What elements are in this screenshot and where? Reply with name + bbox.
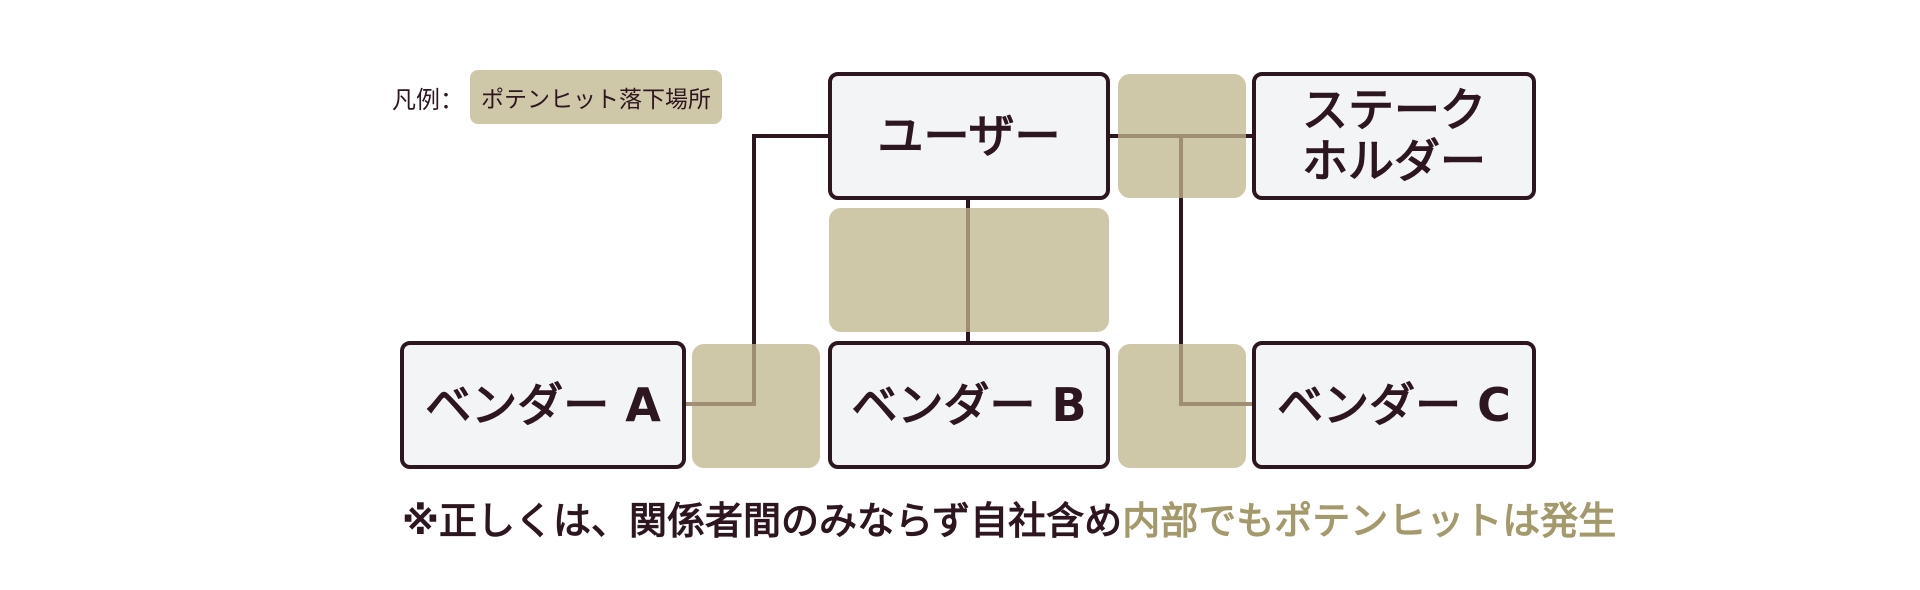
- node-vendor-c: ベンダー C: [1252, 341, 1536, 469]
- connector-stakeholder-c-v: [1179, 198, 1183, 344]
- connector-user-vendor-b-top: [966, 196, 970, 208]
- connector-stakeholder-c-v-top: [1179, 134, 1183, 198]
- node-stakeholder: ステーク ホルダー: [1252, 72, 1536, 200]
- connector-user-left-h: [752, 134, 830, 138]
- legend-swatch-text: ポテンヒット落下場所: [481, 87, 711, 113]
- connector-user-vendor-b: [966, 198, 970, 344]
- legend-swatch: ポテンヒット落下場所: [470, 70, 722, 124]
- footnote-main: ※正しくは、関係者間のみならず自社含め: [402, 499, 1123, 543]
- connector-user-stakeholder-h-right: [1246, 134, 1254, 138]
- connector-user-stakeholder-h-left: [1108, 134, 1118, 138]
- connector-vendor-a-h: [684, 402, 756, 406]
- connector-vendor-a-v: [752, 344, 756, 406]
- connector-user-vendor-b-bottom: [966, 332, 970, 344]
- legend-label: 凡例：: [392, 86, 464, 114]
- connector-vendor-c-v: [1179, 344, 1183, 406]
- connector-vendor-c-h: [1179, 402, 1254, 406]
- footnote: ※正しくは、関係者間のみならず自社含め内部でもポテンヒットは発生: [402, 490, 1616, 545]
- node-user: ユーザー: [828, 72, 1110, 200]
- connector-user-left-v: [752, 134, 756, 344]
- drop-zone-vendor-a: [692, 344, 820, 468]
- footnote-accent: 内部でもポテンヒットは発生: [1122, 499, 1617, 543]
- node-vendor-b: ベンダー B: [828, 341, 1110, 469]
- node-vendor-a: ベンダー A: [400, 341, 686, 469]
